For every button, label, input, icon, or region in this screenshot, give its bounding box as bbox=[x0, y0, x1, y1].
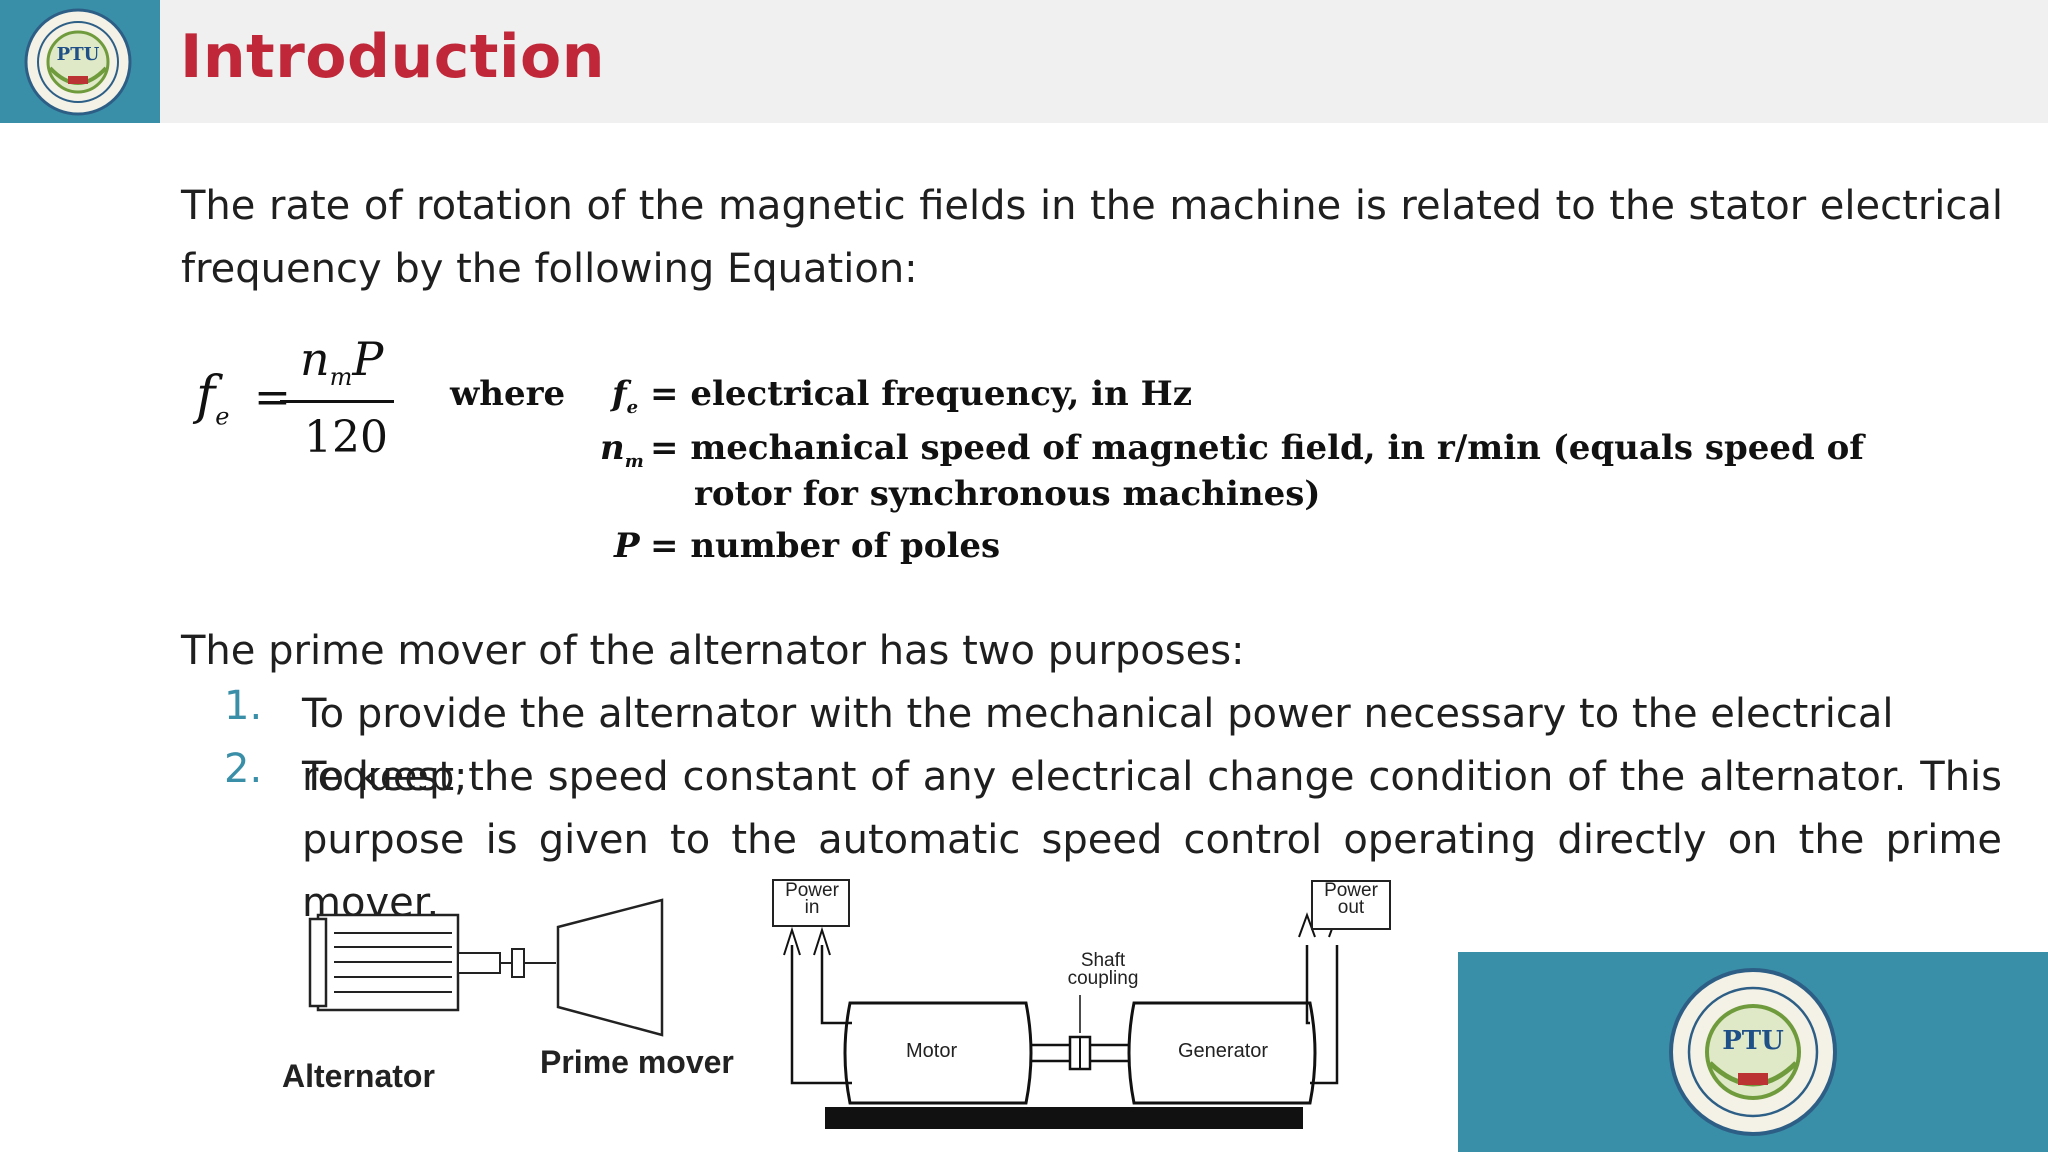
power-out-box bbox=[1311, 880, 1391, 930]
university-logo-large-icon: PTU bbox=[1669, 968, 1837, 1136]
list-number-1: 1. bbox=[224, 683, 263, 729]
equation-numerator: nmP bbox=[300, 332, 384, 392]
where-label: where bbox=[450, 374, 566, 414]
shaft-coupling-label: Shaft coupling bbox=[1058, 950, 1148, 989]
intro-paragraph: The rate of rotation of the magnetic fie… bbox=[181, 183, 2003, 292]
prime-mover-paragraph: The prime mover of the alternator has tw… bbox=[181, 628, 1245, 674]
alternator-prime-mover-diagram bbox=[308, 898, 664, 1037]
shaft-label-line1: Shaft bbox=[1080, 950, 1126, 971]
def-symbol-fe: fe bbox=[612, 374, 639, 418]
university-logo-icon: PTU bbox=[24, 8, 132, 116]
logo-large-text: PTU bbox=[1722, 1026, 1784, 1056]
list-item-1: To provide the alternator with the mecha… bbox=[302, 691, 1894, 800]
prime-mover-label: Prime mover bbox=[540, 1044, 734, 1080]
power-out-label-line2: out bbox=[1337, 897, 1365, 918]
list-number-2: 2. bbox=[224, 746, 263, 792]
power-out-label: Power out bbox=[1315, 880, 1387, 918]
motor-label: Motor bbox=[906, 1040, 958, 1062]
fraction-line bbox=[280, 400, 394, 403]
equation-denominator: 120 bbox=[304, 412, 388, 463]
power-in-label-line1: Power bbox=[785, 880, 839, 901]
power-out-label-line1: Power bbox=[1324, 880, 1378, 901]
shaft-label-line2: coupling bbox=[1067, 968, 1139, 989]
footer-accent-box: PTU bbox=[1458, 952, 2048, 1152]
def-symbol-p: P bbox=[614, 526, 640, 566]
def-fe-text: = electrical frequency, in Hz bbox=[650, 374, 1193, 414]
logo-box: PTU bbox=[0, 0, 160, 123]
def-nm-text: = mechanical speed of magnetic field, in… bbox=[650, 428, 1864, 468]
page-title: Introduction bbox=[180, 22, 605, 92]
motor-generator-diagram bbox=[772, 879, 1340, 1129]
equals-sign: = bbox=[254, 372, 291, 423]
list-item-2: To keep the speed constant of any electr… bbox=[302, 754, 2002, 926]
def-nm-text-cont: rotor for synchronous machines) bbox=[694, 474, 1321, 514]
generator-label: Generator bbox=[1178, 1040, 1269, 1062]
logo-text: PTU bbox=[57, 44, 100, 65]
def-symbol-nm: nm bbox=[600, 428, 644, 472]
def-p-text: = number of poles bbox=[650, 526, 1001, 566]
alternator-label: Alternator bbox=[282, 1058, 435, 1094]
equation-lhs: fe bbox=[196, 366, 230, 431]
power-in-label: Power in bbox=[780, 880, 844, 918]
header-bar bbox=[0, 0, 2048, 123]
power-in-label-line2: in bbox=[804, 897, 820, 918]
